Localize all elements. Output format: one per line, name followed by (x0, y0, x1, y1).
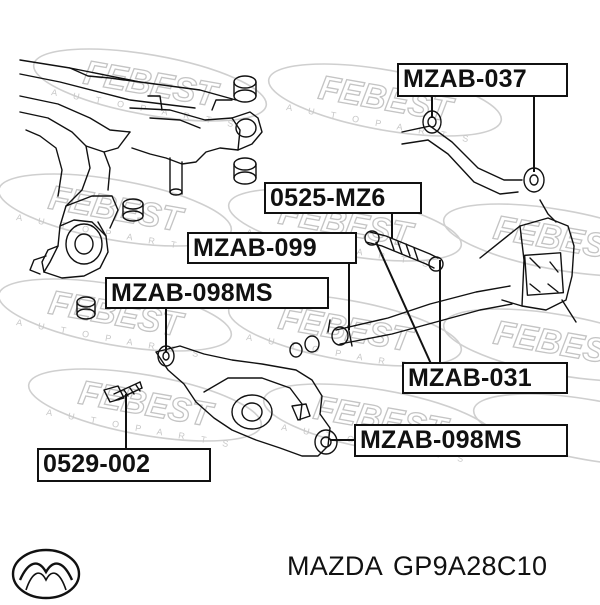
callout-mzab-031[interactable]: MZAB-031 (402, 362, 568, 394)
eccentric-bolt (103, 381, 143, 403)
part-number-caption: MAZDA GP9A28C10 (287, 551, 557, 582)
watermark-oval (27, 368, 263, 442)
upper-control-arm (401, 110, 545, 195)
trailing-link (289, 285, 513, 358)
callout-0525-mz6[interactable]: 0525-MZ6 (264, 182, 422, 214)
callout-mzab-099[interactable]: MZAB-099 (187, 232, 357, 264)
watermark-oval (267, 63, 503, 137)
subframe-bushing-mid (233, 157, 257, 185)
mazda-logo-icon (11, 548, 81, 600)
lower-control-arm (155, 345, 338, 457)
callout-mzab-098ms-lower[interactable]: MZAB-098MS (354, 424, 568, 457)
watermark-oval (0, 173, 233, 247)
watermark-oval (472, 393, 600, 467)
lateral-link (364, 230, 444, 272)
make-label: MAZDA (287, 551, 383, 581)
leader-lines (125, 96, 535, 448)
knuckle-bracket (129, 95, 263, 196)
subframe-bushing-low (76, 296, 96, 320)
watermark-oval (442, 203, 600, 277)
watermark-oval (227, 293, 463, 367)
rear-subframe (19, 59, 237, 279)
callout-mzab-098ms-upper[interactable]: MZAB-098MS (105, 277, 329, 309)
subframe-bushing-left (122, 198, 144, 222)
leader-031-b (375, 241, 433, 367)
subframe-bushing-top (233, 75, 257, 103)
watermark-oval (32, 48, 268, 122)
part-number: GP9A28C10 (393, 551, 548, 581)
callout-0529-002[interactable]: 0529-002 (37, 448, 211, 482)
callout-mzab-037[interactable]: MZAB-037 (397, 63, 568, 97)
rear-knuckle (479, 199, 577, 323)
watermark-text: FEBEST (491, 209, 600, 270)
